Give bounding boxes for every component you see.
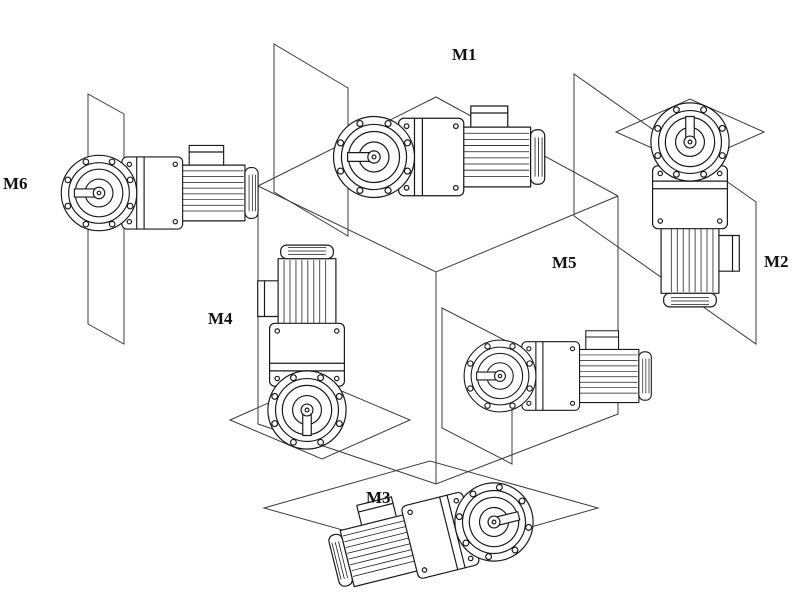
label-m1: M1 [452, 45, 477, 64]
gearmotor-m5-illustration [463, 330, 652, 413]
mounting-plane-m6 [87, 93, 125, 345]
gearmotor-m1-illustration [332, 105, 546, 199]
mounting-plane-m1 [273, 43, 349, 237]
label-m6: M6 [3, 174, 28, 193]
gearmotor-m4-illustration [257, 244, 347, 450]
gearmotor-m6-illustration [60, 144, 259, 232]
label-m2: M2 [764, 252, 789, 271]
label-m3: M3 [366, 488, 391, 507]
label-m4: M4 [208, 309, 233, 328]
label-m5: M5 [552, 253, 577, 272]
gearmotor-m3-illustration [321, 464, 542, 601]
gearmotor-m2-illustration [650, 102, 740, 308]
reference-cube [257, 96, 619, 485]
mounting-plane-m5 [441, 307, 513, 465]
